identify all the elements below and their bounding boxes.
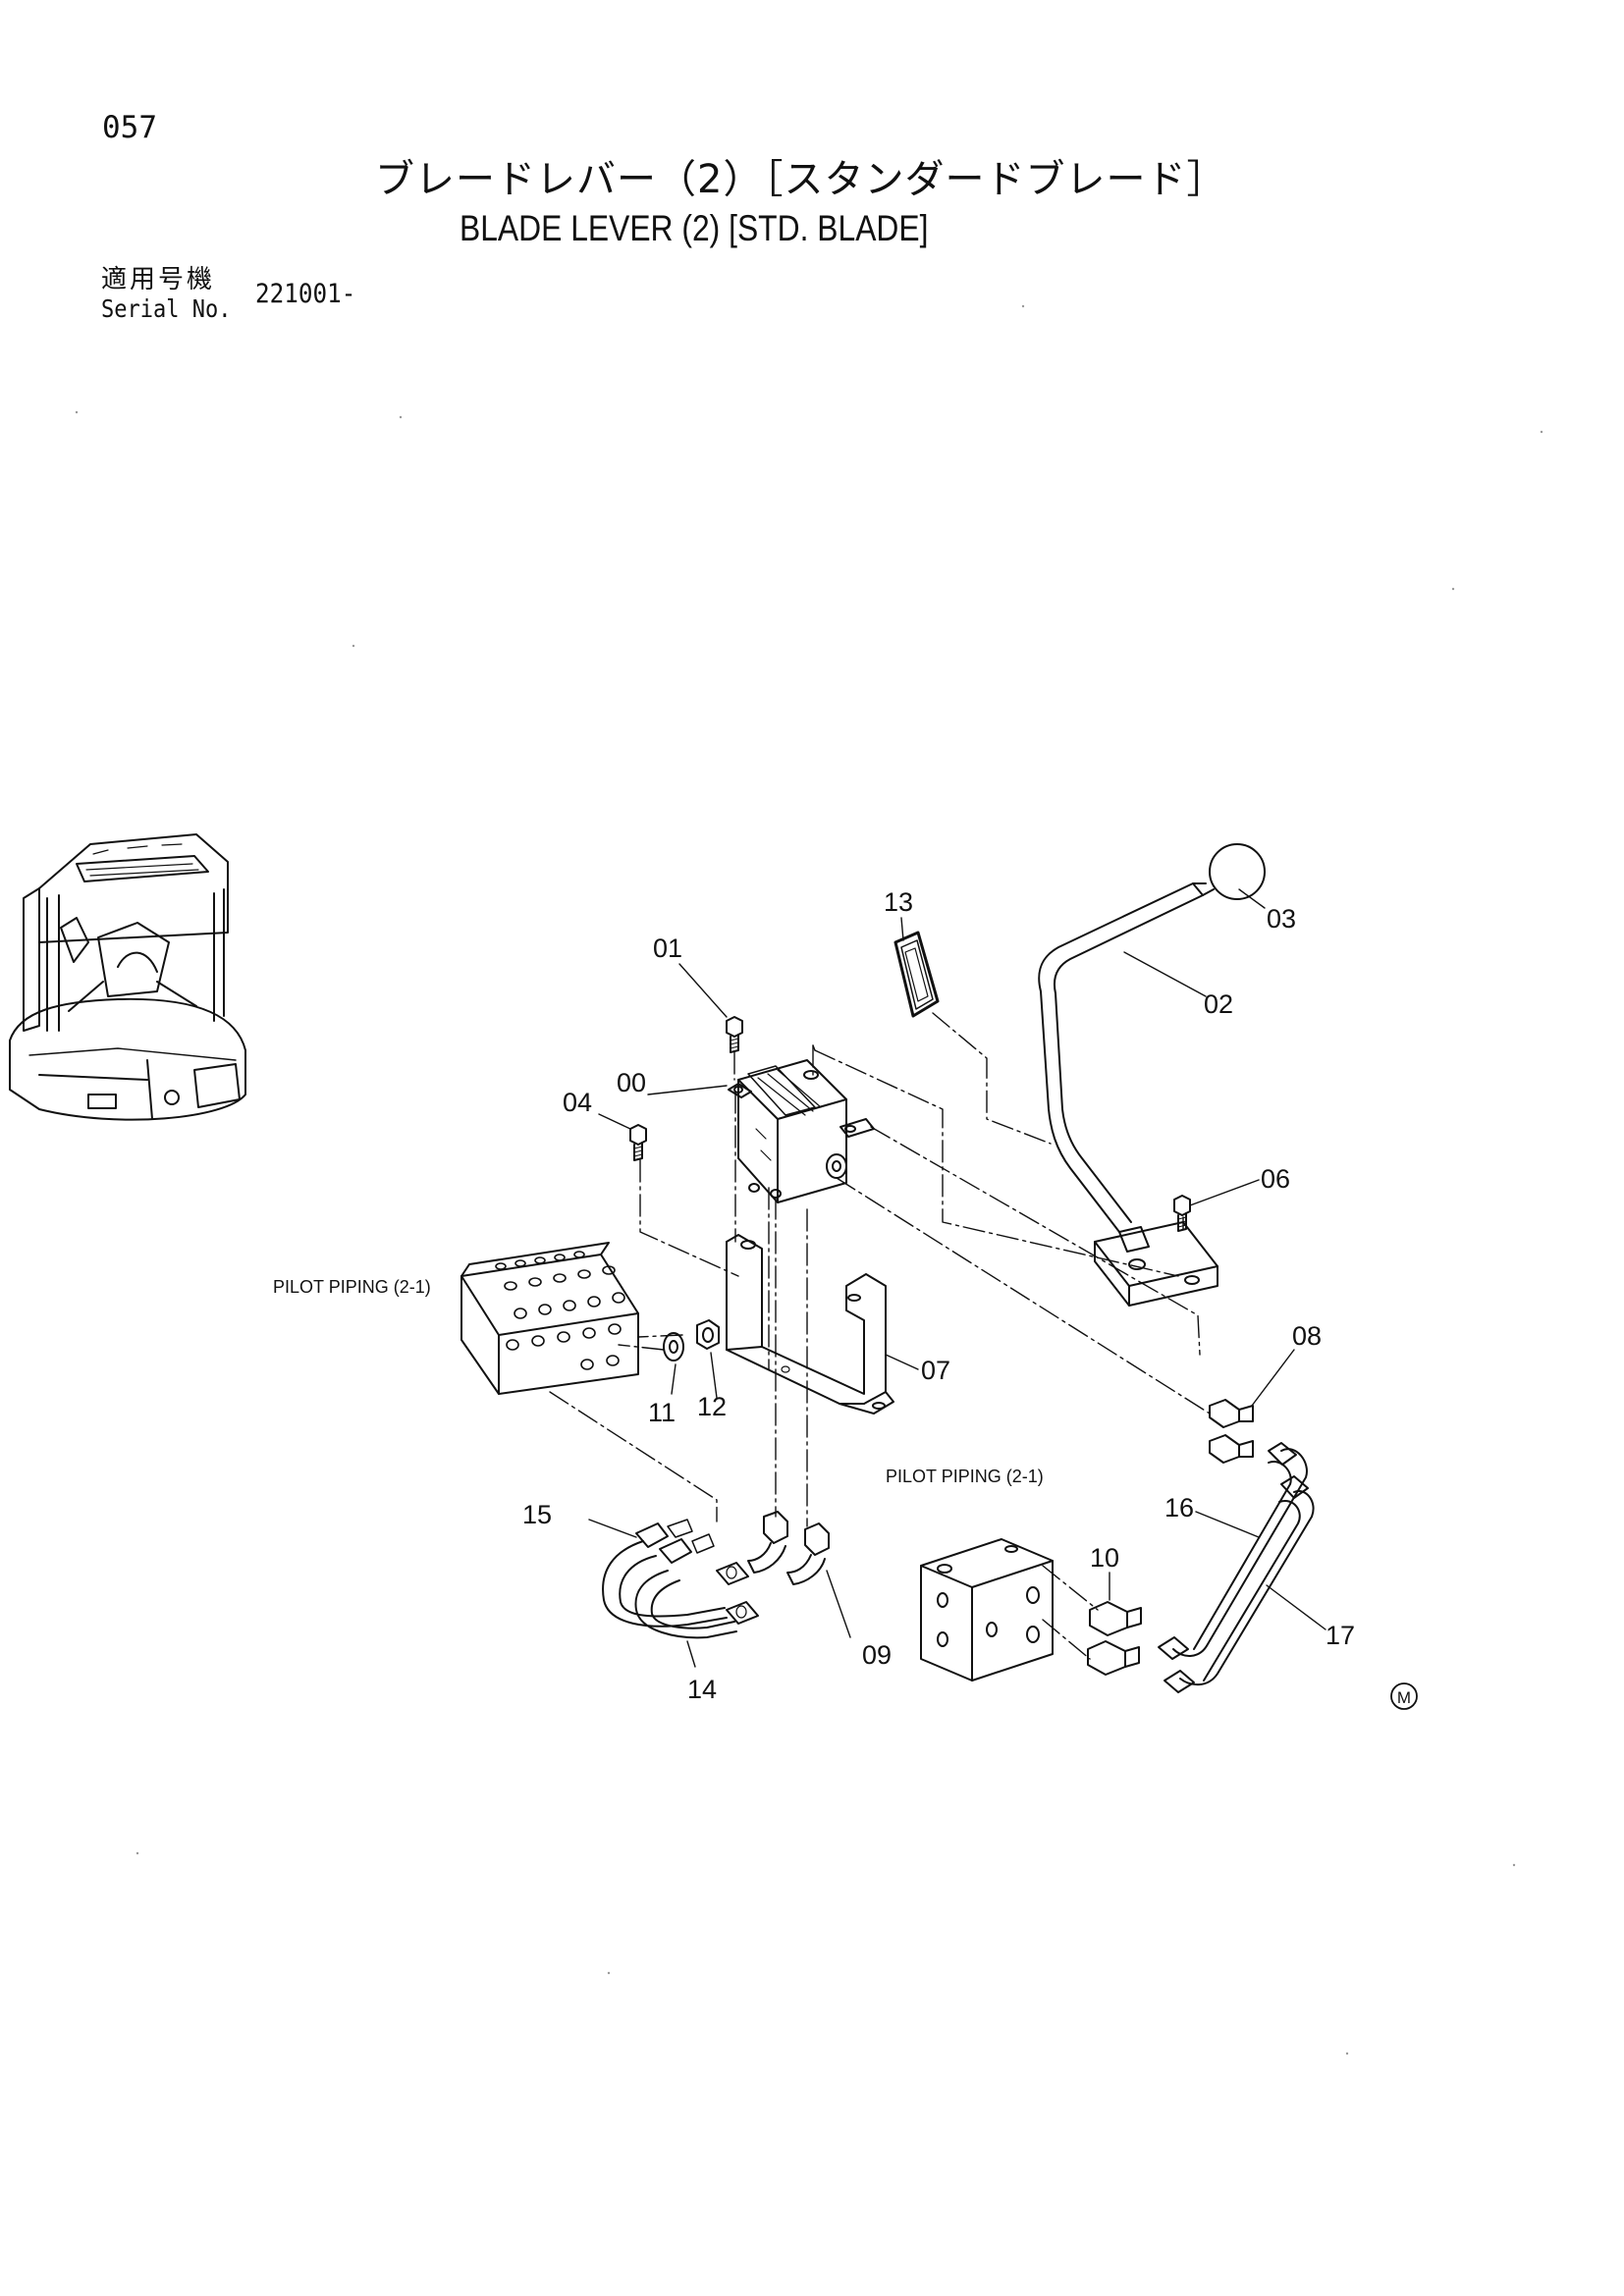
callout-12: 12 [697,1392,727,1421]
fitting-09 [747,1511,830,1585]
bolt-04 [1173,1195,1191,1232]
callout-15: 15 [522,1500,552,1529]
scan-specks [75,304,1543,2056]
page-number: 057 [102,110,157,145]
pilot-valve-00 [728,1059,875,1203]
callout-10: 10 [1090,1543,1119,1573]
pilot-piping-label-right: PILOT PIPING (2-1) [886,1467,1044,1486]
title-japanese: ブレードレバー（2）［スタンダードブレード］ [375,157,1227,202]
callout-06: 04 [563,1088,592,1117]
fitting-10 [1087,1601,1142,1676]
bolt-06 [629,1124,647,1161]
bracket-07 [726,1234,894,1415]
title-english: BLADE LEVER (2) [STD. BLADE] [460,208,929,248]
callout-07: 07 [921,1356,950,1385]
adapter-08 [1209,1399,1254,1464]
serial-value: 221001- [255,279,356,309]
washer-11 [663,1332,684,1362]
callout-16: 16 [1164,1493,1194,1522]
machine-thumbnail [9,833,246,1121]
knob-03 [1192,843,1266,900]
callout-02: 02 [1204,989,1233,1019]
callout-00: 00 [617,1068,646,1097]
callout-08: 08 [1292,1321,1322,1351]
callout-03: 03 [1267,904,1296,934]
nut-12 [696,1319,720,1350]
m-mark-letter: M [1397,1688,1411,1707]
pilot-plate-left [460,1242,639,1395]
leader-lines [588,888,1326,1668]
callout-09: 09 [862,1640,892,1670]
serial-label-japanese: 適用号機 [101,265,216,294]
pilot-block-right [920,1538,1054,1682]
callout-labels: 01 00 04 13 03 02 06 08 07 11 12 15 14 0… [273,887,1355,1704]
callout-11: 11 [648,1398,676,1427]
callout-01: 01 [653,934,682,963]
callout-14: 14 [687,1675,717,1704]
callout-17: 17 [1326,1621,1355,1650]
assembly-lines [549,1012,1211,1660]
hose-16-17 [1158,1442,1315,1693]
callout-04: 06 [1261,1164,1290,1194]
m-mark: M [1390,1682,1418,1710]
callout-13: 13 [884,887,913,917]
hose-14-15 [602,1519,759,1639]
lever-02 [1038,882,1218,1307]
bolt-01 [726,1016,743,1053]
pilot-piping-label-left: PILOT PIPING (2-1) [273,1277,431,1297]
serial-label-english: Serial No. [101,294,232,323]
boot-13 [893,931,940,1018]
